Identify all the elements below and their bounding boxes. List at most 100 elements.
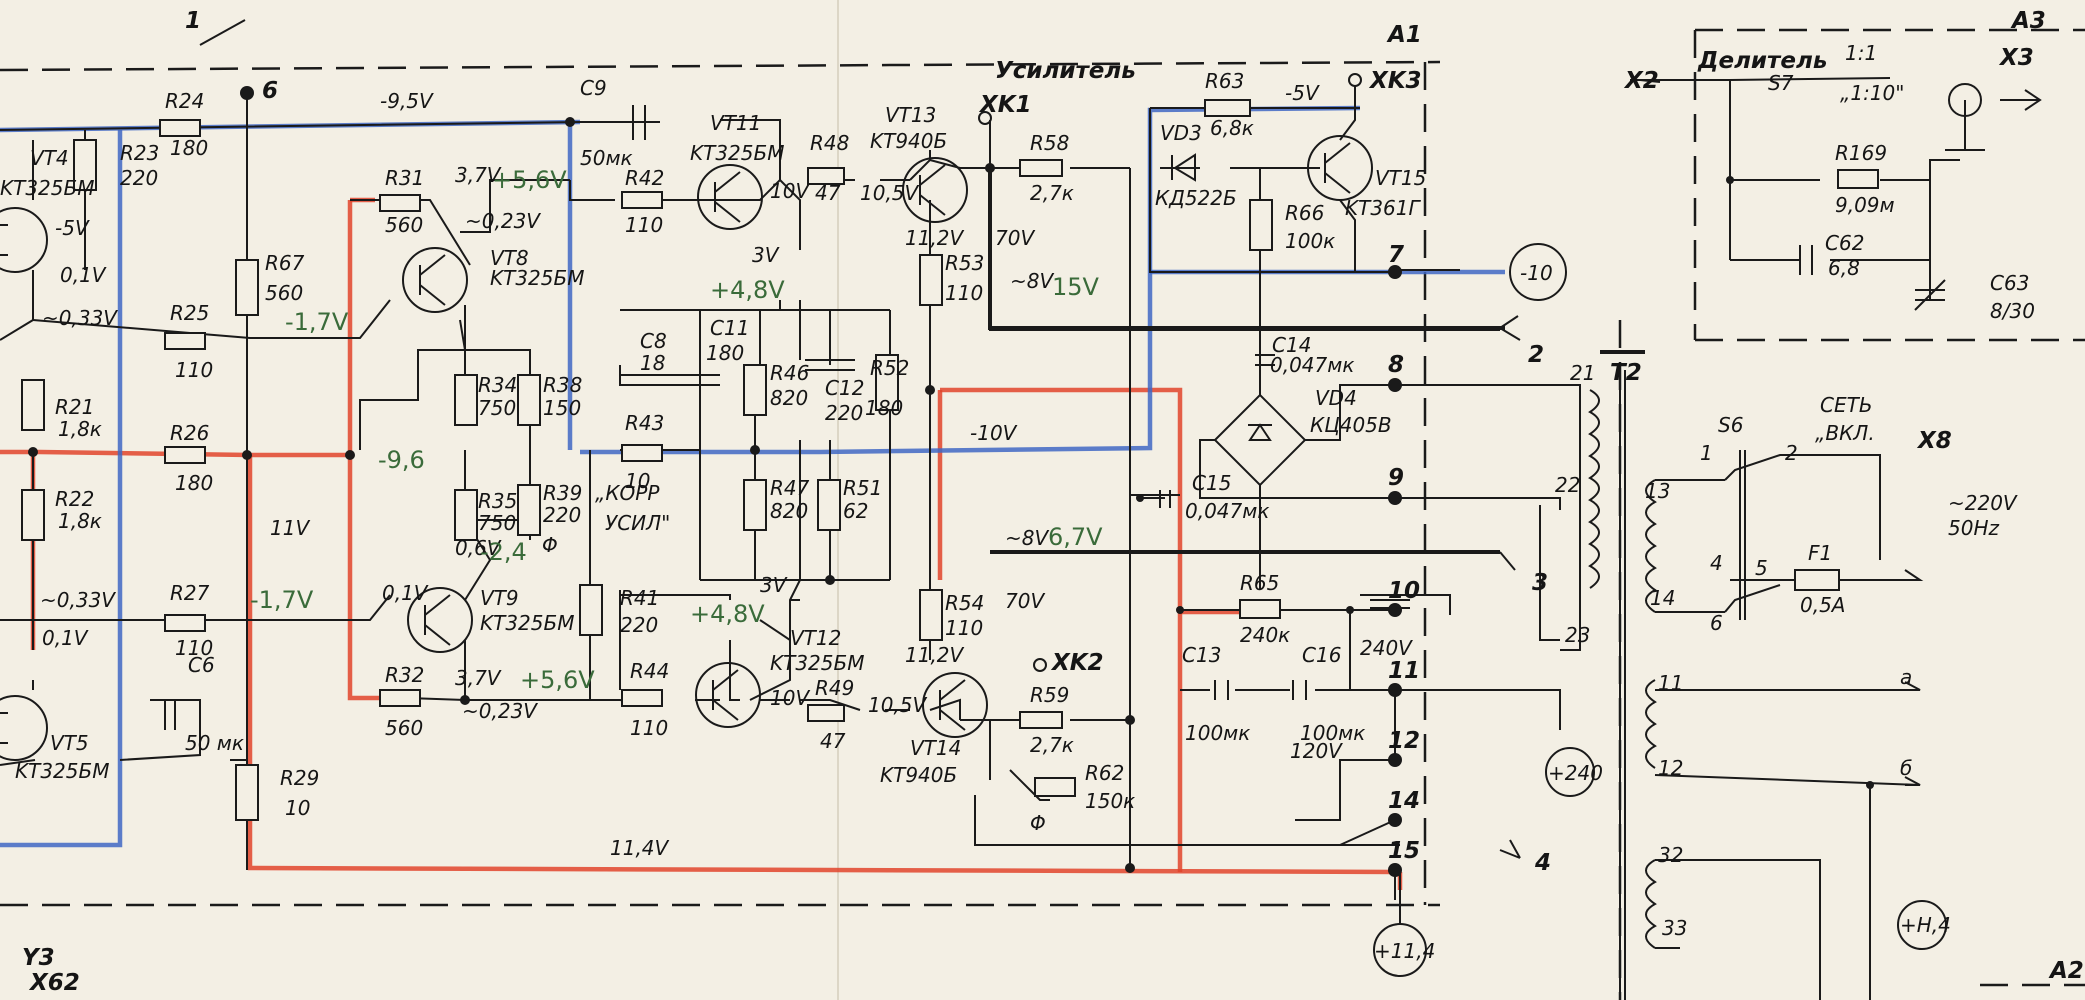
vt8-ref: VT8 [490, 246, 529, 270]
svg-text:50мк: 50мк [580, 146, 633, 170]
svg-text:Φ: Φ [542, 533, 558, 557]
svg-text:110: 110 [175, 358, 213, 382]
svg-text:750: 750 [478, 396, 516, 420]
x8-label: X8 [1916, 428, 1952, 454]
terminal-12: 12 [1388, 728, 1420, 754]
svg-text:R63: R63 [1205, 69, 1244, 93]
svg-text:R39: R39 [543, 481, 582, 505]
svg-text:R26: R26 [170, 421, 209, 445]
svg-text:3,7V: 3,7V [455, 666, 502, 690]
tp-neg10: -10 [1520, 261, 1553, 285]
svg-text:120V: 120V [1290, 739, 1343, 763]
svg-text:100мк: 100мк [1185, 721, 1250, 745]
svg-text:R46: R46 [770, 361, 809, 385]
svg-text:150к: 150к [1085, 789, 1135, 813]
wiring [0, 93, 1500, 870]
svg-text:R51: R51 [843, 476, 882, 500]
svg-text:9,09м: 9,09м [1835, 193, 1895, 217]
svg-text:10V: 10V [770, 686, 810, 710]
vt5-ref: VT5 [50, 731, 89, 755]
misc-labels: „КОРР УСИЛ" 1:1 „1:10" S7 S6 СЕТЬ „ВКЛ. … [185, 8, 1912, 940]
svg-text:110: 110 [625, 213, 663, 237]
svg-text:21: 21 [1570, 361, 1595, 385]
svg-text:1:1: 1:1 [1845, 41, 1877, 65]
svg-text:220: 220 [825, 401, 863, 425]
svg-text:2: 2 [1528, 342, 1544, 368]
vt12-symbol [695, 662, 761, 728]
svg-text:R41: R41 [620, 586, 659, 610]
svg-text:C8: C8 [640, 329, 667, 353]
tp-plus240: +240 [1548, 761, 1603, 785]
terminal-9: 9 [1388, 465, 1404, 491]
terminal-7: 7 [1388, 242, 1404, 268]
tp-plus-h4: +H,4 [1900, 913, 1951, 937]
diode-symbols [1171, 153, 1272, 441]
test-points [978, 73, 1982, 977]
svg-text:R32: R32 [385, 663, 424, 687]
vt8-type: KT325БМ [490, 266, 584, 290]
svg-text:R23: R23 [120, 141, 159, 165]
svg-text:-5V: -5V [1285, 81, 1320, 105]
svg-text:5: 5 [1755, 556, 1768, 580]
transformer-t2 [1588, 350, 1921, 1000]
svg-text:+5,6V: +5,6V [492, 166, 567, 194]
svg-text:560: 560 [385, 213, 423, 237]
svg-text:560: 560 [385, 716, 423, 740]
vt13-symbol [902, 157, 968, 223]
terminal-14: 14 [1388, 788, 1420, 814]
svg-text:180: 180 [865, 396, 903, 420]
svg-text:0,6V: 0,6V [455, 536, 502, 560]
svg-text:70V: 70V [1005, 589, 1045, 613]
svg-text:R43: R43 [625, 411, 664, 435]
svg-text:1: 1 [185, 8, 201, 34]
svg-text:6: 6 [262, 78, 278, 104]
svg-text:10: 10 [625, 469, 650, 493]
terminal-10: 10 [1388, 578, 1420, 604]
a1-title: Усилитель [995, 58, 1136, 84]
svg-text:S6: S6 [1718, 413, 1743, 437]
svg-text:~0,23V: ~0,23V [465, 209, 541, 233]
svg-text:18: 18 [640, 351, 665, 375]
svg-text:б: б [1900, 756, 1912, 780]
svg-text:10,5V: 10,5V [860, 181, 920, 205]
svg-text:-1,7V: -1,7V [285, 308, 349, 336]
svg-text:-2,4: -2,4 [480, 538, 527, 566]
svg-text:3: 3 [1532, 570, 1548, 596]
vd4-ref: VD4 [1315, 386, 1357, 410]
svg-text:240V: 240V [1360, 636, 1413, 660]
svg-text:R65: R65 [1240, 571, 1279, 595]
svg-text:820: 820 [770, 386, 808, 410]
svg-text:47: 47 [815, 181, 841, 205]
capacitor-labels: C6 50 мк C8 18 C9 50мк C11 180 C12 220 C… [185, 76, 2035, 763]
svg-text:12: 12 [1658, 756, 1683, 780]
svg-text:R67: R67 [265, 251, 305, 275]
svg-text:3V: 3V [752, 243, 780, 267]
vd3-type: КД522Б [1155, 186, 1237, 210]
svg-text:220: 220 [543, 503, 581, 527]
svg-text:180: 180 [706, 341, 744, 365]
vt15-type: KT361Г [1345, 196, 1422, 220]
vt13-ref: VT13 [885, 103, 936, 127]
svg-text:C15: C15 [1192, 471, 1231, 495]
svg-text:~0,33V: ~0,33V [40, 588, 116, 612]
svg-text:R25: R25 [170, 301, 209, 325]
a1-tag: A1 [1386, 22, 1422, 48]
svg-text:~8V: ~8V [1005, 526, 1049, 550]
svg-text:13: 13 [1645, 479, 1670, 503]
svg-text:„1:10": „1:10" [1840, 81, 1904, 105]
svg-text:C9: C9 [580, 76, 607, 100]
vt11-symbol [697, 164, 763, 230]
y3-label: Y3 [22, 945, 55, 971]
vt5-symbol [0, 695, 48, 761]
svg-text:180: 180 [175, 471, 213, 495]
svg-text:+5,6V: +5,6V [520, 666, 595, 694]
arrows [199, 19, 2042, 859]
svg-text:110: 110 [175, 636, 213, 660]
svg-text:R31: R31 [385, 166, 424, 190]
svg-text:23: 23 [1565, 623, 1590, 647]
svg-text:50 мк: 50 мк [185, 731, 244, 755]
svg-text:1,8к: 1,8к [58, 509, 102, 533]
svg-text:C14: C14 [1272, 333, 1311, 357]
svg-text:R35: R35 [478, 489, 517, 513]
